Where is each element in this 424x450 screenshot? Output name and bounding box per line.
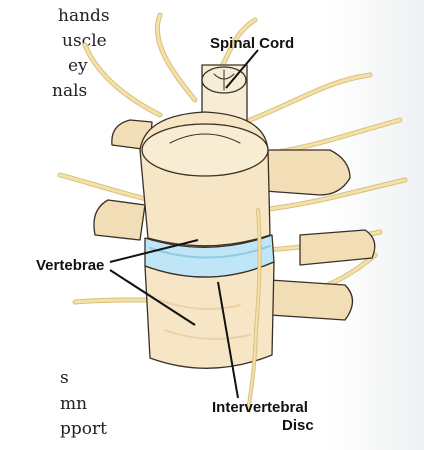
label-vertebrae: Vertebrae [36, 258, 104, 274]
label-disc: Disc [282, 418, 314, 434]
label-spinal-cord: Spinal Cord [210, 36, 294, 52]
lower-process [270, 280, 353, 320]
transverse-process-right [300, 230, 375, 265]
transverse-process-left [94, 200, 145, 240]
label-intervertebral: Intervertebral [212, 400, 308, 416]
